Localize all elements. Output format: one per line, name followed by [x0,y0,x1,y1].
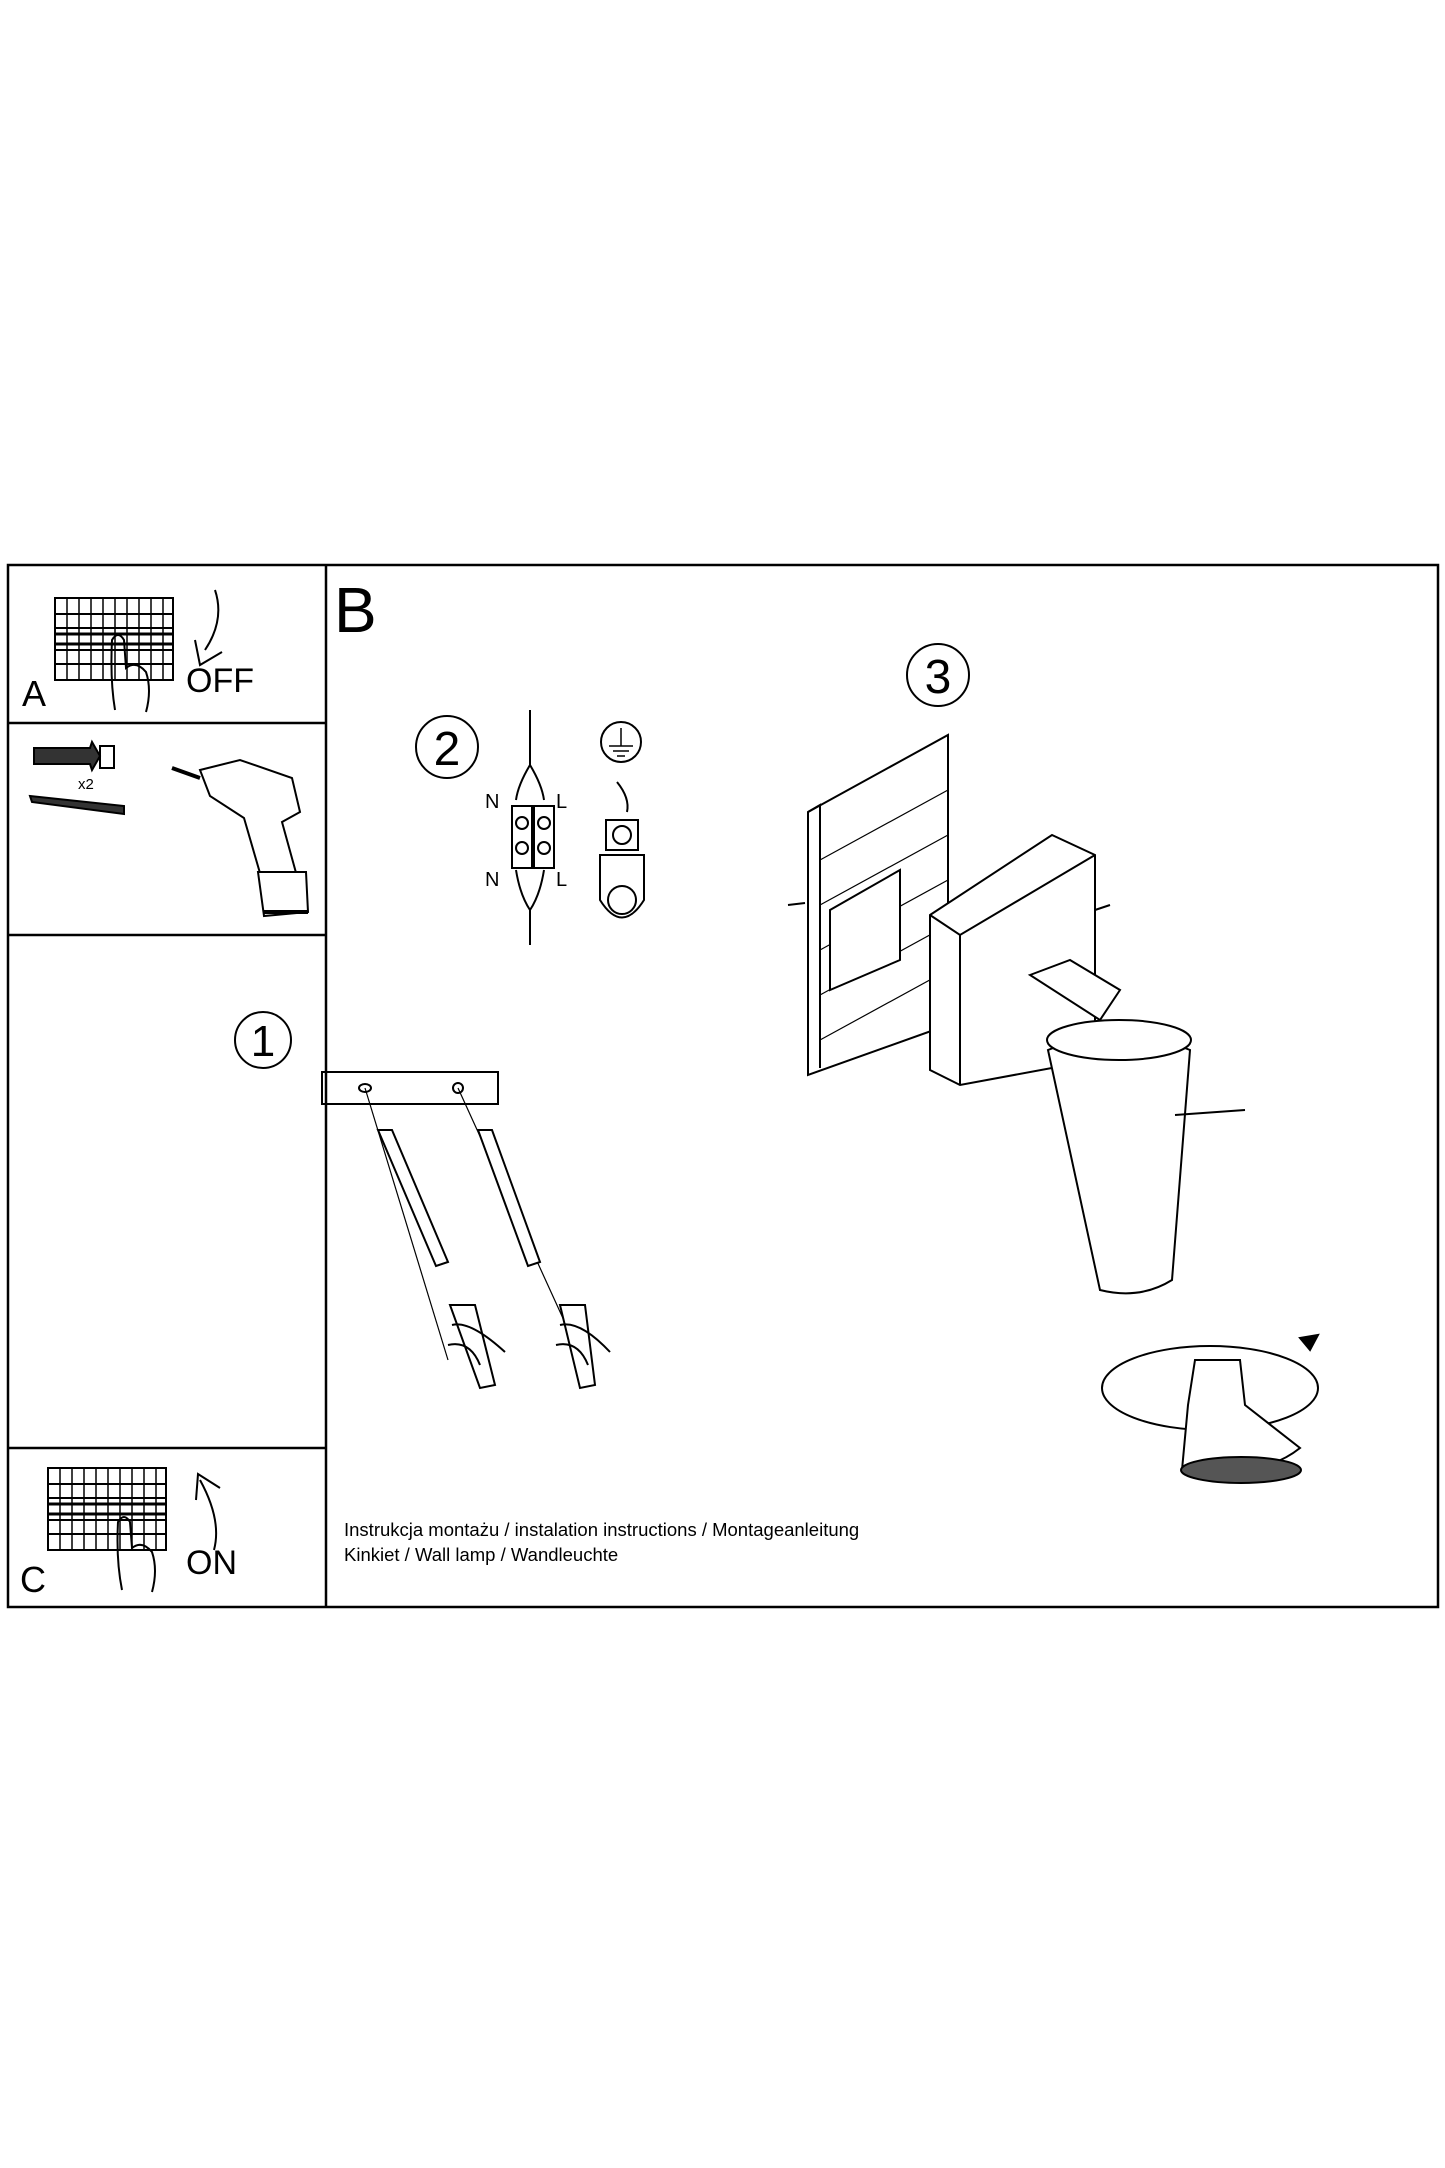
step-3-badge [906,643,970,707]
neutral-label: N [485,791,499,813]
step-1-number: 1 [251,1017,275,1066]
drill-icon [171,758,310,918]
arrow-down-icon [194,589,223,667]
neutral-label: N [485,869,499,891]
wall-lamp-assembly-icon [787,733,1246,1295]
screw-and-plug-icon [376,1129,611,1390]
live-label: L [556,869,567,891]
terminal-block-icon [511,710,555,945]
step-1-badge [234,1011,292,1069]
caption-line-2: Kinkiet / Wall lamp / Wandleuchte [344,1544,619,1565]
panel-a-action: OFF [186,662,254,700]
arrow-up-icon [195,1472,221,1551]
screw-icon [28,794,125,816]
panel-b-label: B [334,574,377,646]
step-2-number: 2 [434,723,461,776]
hand-icon [116,1516,156,1593]
breaker-panel-icon [54,597,174,681]
hand-icon [110,634,150,713]
outer-frame [6,563,1440,1609]
quantity-label: x2 [78,776,94,793]
mounting-plate-icon [321,1071,583,1361]
breaker-panel-icon [47,1467,167,1551]
panel-c-action: ON [186,1544,237,1582]
caption-line-1: Instrukcja montażu / instalation instruc… [344,1519,860,1540]
panel-a-label: A [22,673,46,714]
step-3-number: 3 [925,651,952,704]
panel-c-label: C [20,1559,46,1600]
wall-plug-icon [33,739,115,773]
step-2-badge [415,715,479,779]
ground-terminal-icon [599,721,645,919]
live-label: L [556,791,567,813]
gu10-bulb-icon [1101,1333,1320,1484]
